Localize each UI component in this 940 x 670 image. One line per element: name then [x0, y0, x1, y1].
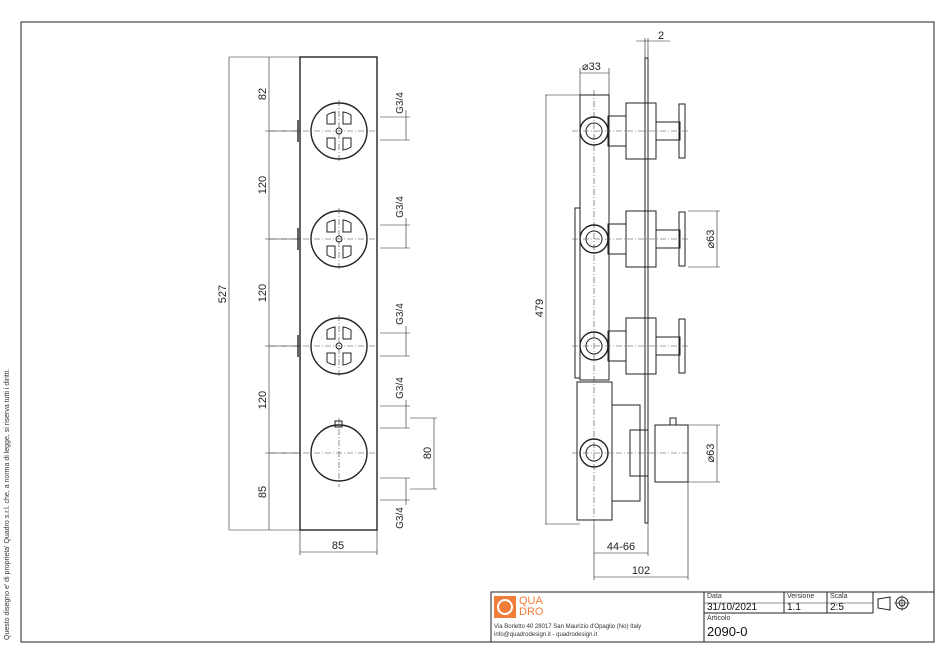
svg-text:G3/4: G3/4	[395, 196, 406, 218]
logo-text-1: QUA	[519, 595, 543, 607]
svg-text:120: 120	[257, 284, 269, 302]
svg-text:⌀63: ⌀63	[705, 230, 717, 249]
title-block	[490, 591, 935, 643]
svg-text:120: 120	[257, 176, 269, 194]
svg-text:⌀63: ⌀63	[705, 444, 717, 463]
cover-plate	[644, 57, 649, 524]
version-value: 1.1	[787, 602, 801, 613]
quadro-logo-icon	[494, 596, 516, 618]
front-plate	[299, 56, 378, 531]
company-contacts: info@quadrodesign.it - quadrodesign.it	[494, 632, 598, 638]
copyright-note: Questo disegno e' di proprieta' Quadro s…	[4, 368, 11, 640]
dim-total-depth: 102	[632, 565, 650, 577]
article-value: 2090-0	[707, 624, 748, 639]
date-value: 31/10/2021	[707, 602, 758, 613]
dim-plate-thickness: 2	[658, 30, 664, 42]
dim-depth-range: 44-66	[607, 541, 635, 553]
svg-text:120: 120	[257, 391, 269, 409]
date-label: Data	[707, 593, 722, 600]
company-address: Via Borletto 40 28017 San Maurizio d'Opa…	[494, 624, 642, 630]
front-view	[228, 56, 437, 555]
scale-value: 2:5	[830, 602, 844, 613]
dim-overall-height: 527	[217, 285, 229, 303]
scale-label: Scala	[830, 593, 848, 600]
dim-side-height: 479	[534, 299, 546, 317]
article-label: Articolo	[707, 615, 731, 622]
first-angle-projection-icon	[877, 595, 910, 611]
svg-text:G3/4: G3/4	[395, 92, 406, 114]
sheet-border	[20, 21, 935, 643]
svg-text:85: 85	[257, 486, 269, 498]
side-view	[545, 38, 720, 580]
thermostat-housing	[576, 381, 613, 521]
dim-width: 85	[332, 540, 344, 552]
thermostat-knob-side	[654, 424, 689, 483]
svg-text:G3/4: G3/4	[395, 303, 406, 325]
version-label: Versione	[787, 593, 815, 600]
svg-text:G3/4: G3/4	[395, 377, 406, 399]
dim-body-diameter: ⌀33	[582, 61, 601, 73]
svg-text:G3/4: G3/4	[395, 507, 406, 529]
svg-text:80: 80	[422, 447, 434, 459]
svg-text:82: 82	[257, 88, 269, 100]
logo-text-2: DRO	[519, 606, 544, 618]
